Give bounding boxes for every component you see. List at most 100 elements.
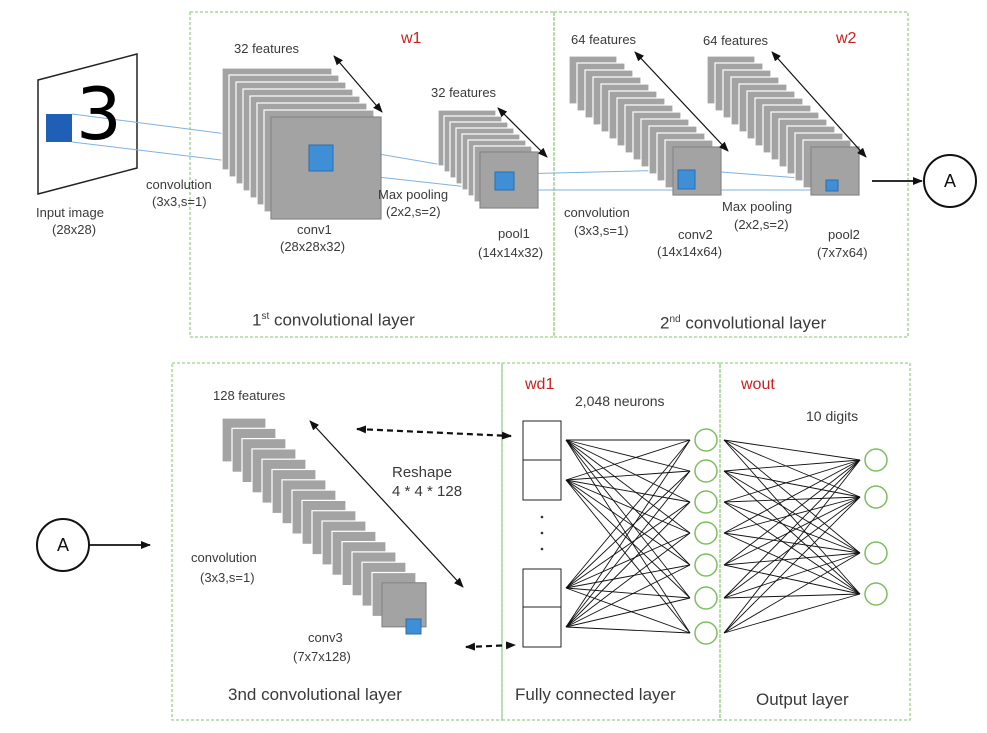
pool2-op: Max pooling <box>722 199 793 214</box>
fc-edge <box>565 470 691 589</box>
conv3-op: convolution <box>191 550 257 565</box>
output-digits-label: 10 digits <box>806 408 859 424</box>
output-edge <box>723 496 861 566</box>
output-edge <box>723 459 861 634</box>
input-size: (28x28) <box>52 222 97 237</box>
input-image <box>37 53 138 195</box>
pool2-depth-arrow <box>771 51 867 158</box>
fc-neurons-label: 2,048 neurons <box>575 393 665 409</box>
conv2-op: convolution <box>564 205 630 220</box>
weight-label-wd1: wd1 <box>525 376 555 393</box>
hidden-neuron <box>694 586 718 610</box>
pool2-patch <box>825 179 839 192</box>
conv-layer-1-title: 1st convolutional layer <box>252 310 415 330</box>
fc-edge <box>565 532 691 628</box>
input-label: Input image <box>36 205 104 220</box>
input-patch <box>46 114 72 142</box>
output-edge <box>723 593 861 599</box>
output-edge <box>723 593 861 634</box>
feature-map <box>479 151 539 209</box>
fc-edge <box>565 564 691 628</box>
fc-edge <box>565 479 691 534</box>
panel-conv-layer-3 <box>171 362 503 721</box>
pool1-size: (14x14x32) <box>478 245 544 260</box>
neurons <box>694 428 888 645</box>
hidden-neuron <box>694 553 718 577</box>
output-edge <box>723 564 861 595</box>
weight-label-w1: w1 <box>401 30 422 47</box>
output-edge <box>723 496 861 503</box>
conv-layer-3-title: 3nd convolutional layer <box>228 685 402 704</box>
fc-edge <box>565 564 691 589</box>
connector-a-label-bottom: A <box>56 535 69 555</box>
output-neuron <box>864 485 888 509</box>
pool1-op-params: (2x2,s=2) <box>386 204 441 219</box>
conv1-op-params: (3x3,s=1) <box>152 194 207 209</box>
conv3-features: 128 features <box>213 388 286 403</box>
output-edge <box>723 470 861 595</box>
conv3-op-params: (3x3,s=1) <box>200 570 255 585</box>
weight-label-wout: wout <box>741 376 775 393</box>
fc-edge <box>565 479 691 634</box>
connector-a-in <box>36 518 151 572</box>
output-edge <box>723 459 861 503</box>
fc-edge <box>565 479 691 599</box>
fc-edge <box>565 587 691 599</box>
conv2-name: conv2 <box>678 227 713 242</box>
hidden-neuron <box>694 490 718 514</box>
fc-edge <box>565 439 691 634</box>
conv3-name: conv3 <box>308 630 343 645</box>
pool2-features: 64 features <box>703 33 769 48</box>
reshape-expr: 4 * 4 * 128 <box>392 483 463 500</box>
output-edge <box>723 552 861 599</box>
fc-connections <box>565 439 691 634</box>
fc-edge <box>565 439 691 472</box>
panel-output <box>719 362 911 721</box>
fc-edge <box>565 439 691 628</box>
fc-edge <box>565 501 691 628</box>
conv1-patch <box>308 144 334 172</box>
conv3-patch <box>405 618 422 635</box>
hidden-neuron <box>694 621 718 645</box>
pool1-features: 32 features <box>431 85 497 100</box>
conv2-features: 64 features <box>571 32 637 47</box>
fc-edge <box>565 439 691 481</box>
conv1-features: 32 features <box>234 41 300 56</box>
conv2-size: (14x14x64) <box>657 244 723 259</box>
conv3-depth-arrow <box>309 420 464 588</box>
pool1-stack <box>437 109 539 209</box>
fc-edge <box>565 597 691 628</box>
fc-edge <box>565 439 691 589</box>
pool2-stack <box>706 55 860 196</box>
panel-fully-connected <box>501 362 721 721</box>
reshape-title: Reshape <box>392 464 453 481</box>
output-layer-title: Output layer <box>756 690 849 709</box>
pool1-patch <box>494 171 515 191</box>
output-connections <box>723 439 861 634</box>
output-edge <box>723 552 861 634</box>
conv1-name: conv1 <box>297 222 332 237</box>
output-neuron <box>864 448 888 472</box>
conv1-size: (28x28x32) <box>280 239 346 254</box>
output-edge <box>723 496 861 534</box>
connector-a-out <box>872 154 977 208</box>
conv2-stack <box>568 55 722 196</box>
output-edge <box>723 496 861 599</box>
pool2-name: pool2 <box>828 227 860 242</box>
reshape-arrows <box>356 425 516 651</box>
fc-edge <box>565 501 691 589</box>
fc-edge <box>565 532 691 589</box>
hidden-neuron <box>694 521 718 545</box>
output-edge <box>723 552 861 566</box>
connector-a-label-top: A <box>943 171 956 191</box>
output-edge <box>723 459 861 566</box>
feature-map-stacks <box>221 55 860 628</box>
panel-conv-layer-2 <box>553 11 909 338</box>
fc-edge <box>565 439 691 566</box>
fc-edge <box>565 479 691 566</box>
output-neuron <box>864 541 888 565</box>
pool1-name: pool1 <box>498 226 530 241</box>
conv1-op: convolution <box>146 177 212 192</box>
output-edge <box>723 532 861 554</box>
